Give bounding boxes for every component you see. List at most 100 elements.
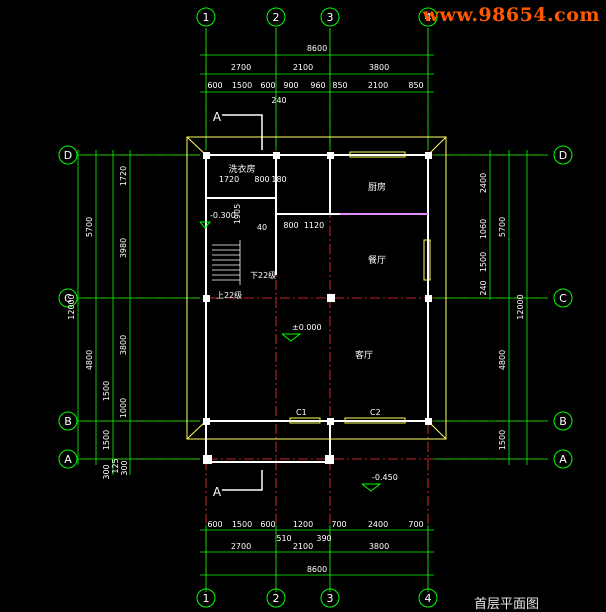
- axis-bubbles: [58, 7, 573, 608]
- annotations: -0.300 ±0.000 -0.450 下22级 上22级 C1 C2: [210, 211, 398, 482]
- window-c2: C2: [370, 408, 381, 417]
- watermark: www.98654.com: [422, 4, 600, 26]
- dim-top-240: 240: [271, 96, 286, 105]
- top-dimension-text: 8600 2700 2100 3800 600 1500 600 900 960…: [207, 44, 423, 105]
- stair-down-label: 下22级: [250, 270, 276, 280]
- grid-axis-lines: [82, 28, 548, 590]
- dim-top-2100: 2100: [293, 63, 313, 72]
- dim-left-1500: 1500: [102, 430, 111, 450]
- level-outside: -0.450: [372, 473, 398, 482]
- room-kitchen: 厨房: [368, 181, 386, 193]
- dim-top-600a: 600: [207, 81, 222, 90]
- room-dining: 餐厅: [368, 254, 386, 266]
- axis-col-1-bottom: 1: [203, 592, 210, 605]
- level-stair-low: -0.300: [210, 211, 236, 220]
- dim-bot-600b: 600: [260, 520, 275, 529]
- room-living: 客厅: [355, 349, 373, 361]
- axis-row-d: D: [64, 149, 72, 162]
- axis-col-3: 3: [327, 11, 334, 24]
- walls: [205, 154, 429, 463]
- dim-left-overall: 12000: [67, 294, 76, 319]
- left-dimension-text: 12000 5700 4800 1500 1720 3980 3800 1000…: [67, 166, 129, 480]
- dim-int-180: 180: [271, 175, 286, 184]
- dim-right-1500b: 1500: [479, 252, 488, 272]
- axis-row-a-right: A: [559, 453, 567, 466]
- axis-row-b-right: B: [559, 415, 567, 428]
- dim-left-3980: 3980: [119, 238, 128, 258]
- stair-up-label: 上22级: [216, 290, 242, 300]
- dim-bot-700a: 700: [331, 520, 346, 529]
- dim-right-1500: 1500: [498, 430, 507, 450]
- room-laundry: 洗衣房: [228, 163, 255, 175]
- interior-dimension-text: 1720 800 180 800 1120 1905 40: [219, 175, 324, 232]
- dim-left-300a: 300: [102, 464, 111, 479]
- dim-left-4800: 4800: [85, 350, 94, 370]
- dim-int-800a: 800: [254, 175, 269, 184]
- section-mark-top: A: [213, 110, 222, 124]
- axis-col-4-bottom: 4: [425, 592, 432, 605]
- dim-left-1720: 1720: [119, 166, 128, 186]
- axis-row-b: B: [64, 415, 72, 428]
- dim-bot-1500: 1500: [232, 520, 252, 529]
- dim-left-125: 125: [111, 458, 120, 473]
- window-c1: C1: [296, 408, 307, 417]
- dimension-lines: [77, 28, 548, 592]
- dim-bot-2400: 2400: [368, 520, 388, 529]
- dim-bot-3800: 3800: [369, 542, 389, 551]
- columns: [203, 152, 432, 464]
- axis-row-a: A: [64, 453, 72, 466]
- dim-int-1120: 1120: [304, 221, 324, 230]
- dim-left-3800: 3800: [119, 335, 128, 355]
- axis-col-2-bottom: 2: [273, 592, 280, 605]
- dim-left-5700: 5700: [85, 217, 94, 237]
- section-marks: A A: [213, 110, 222, 499]
- dim-left-300b: 300: [120, 460, 129, 475]
- dim-top-2700: 2700: [231, 63, 251, 72]
- level-ground: ±0.000: [292, 323, 322, 332]
- dim-right-240: 240: [479, 280, 488, 295]
- room-labels: 洗衣房 厨房 餐厅 客厅: [228, 163, 386, 361]
- dim-top-600b: 600: [260, 81, 275, 90]
- dim-right-4800: 4800: [498, 350, 507, 370]
- bottom-dimension-text: 600 1500 600 1200 700 2400 700 510 390 2…: [207, 520, 423, 574]
- dim-int-1720: 1720: [219, 175, 239, 184]
- dim-bot-700b: 700: [408, 520, 423, 529]
- dim-bot-600a: 600: [207, 520, 222, 529]
- dim-right-1060: 1060: [479, 219, 488, 239]
- dim-right-5700: 5700: [498, 217, 507, 237]
- dim-bot-overall: 8600: [307, 565, 327, 574]
- eave-outline: [186, 136, 447, 440]
- windows: [289, 151, 431, 424]
- right-dimension-text: 12000 5700 4800 1500 2400 1060 1500 240: [479, 173, 525, 450]
- dim-top-850b: 850: [408, 81, 423, 90]
- dim-bot-2700: 2700: [231, 542, 251, 551]
- dim-bot-1200: 1200: [293, 520, 313, 529]
- axis-row-c-right: C: [559, 292, 567, 305]
- axis-row-d-right: D: [559, 149, 567, 162]
- dim-bot-2100: 2100: [293, 542, 313, 551]
- dim-top-1500: 1500: [232, 81, 252, 90]
- dim-top-900: 900: [283, 81, 298, 90]
- dim-right-2400: 2400: [479, 173, 488, 193]
- level-markers: [199, 221, 382, 492]
- dim-bot-510: 510: [276, 534, 291, 543]
- dim-right-overall: 12000: [516, 294, 525, 319]
- dim-left-1000: 1000: [119, 398, 128, 418]
- axis-labels: 1 2 3 4 1 2 3 4 D C B A D C B A: [64, 11, 567, 605]
- dim-top-overall: 8600: [307, 44, 327, 53]
- dim-top-960: 960: [310, 81, 325, 90]
- dim-top-3800: 3800: [369, 63, 389, 72]
- axis-col-4: 4: [425, 11, 432, 24]
- dim-int-40: 40: [257, 223, 267, 232]
- drawing-caption: 首层平面图: [474, 597, 540, 612]
- dim-int-1905: 1905: [233, 204, 242, 224]
- section-mark-bottom: A: [213, 485, 222, 499]
- dim-bot-390: 390: [316, 534, 331, 543]
- section-cut-lines: [222, 114, 263, 491]
- axis-col-1: 1: [203, 11, 210, 24]
- dim-left-1500b: 1500: [102, 381, 111, 401]
- dim-top-2100b: 2100: [368, 81, 388, 90]
- staircase: [212, 240, 241, 285]
- dim-top-850a: 850: [332, 81, 347, 90]
